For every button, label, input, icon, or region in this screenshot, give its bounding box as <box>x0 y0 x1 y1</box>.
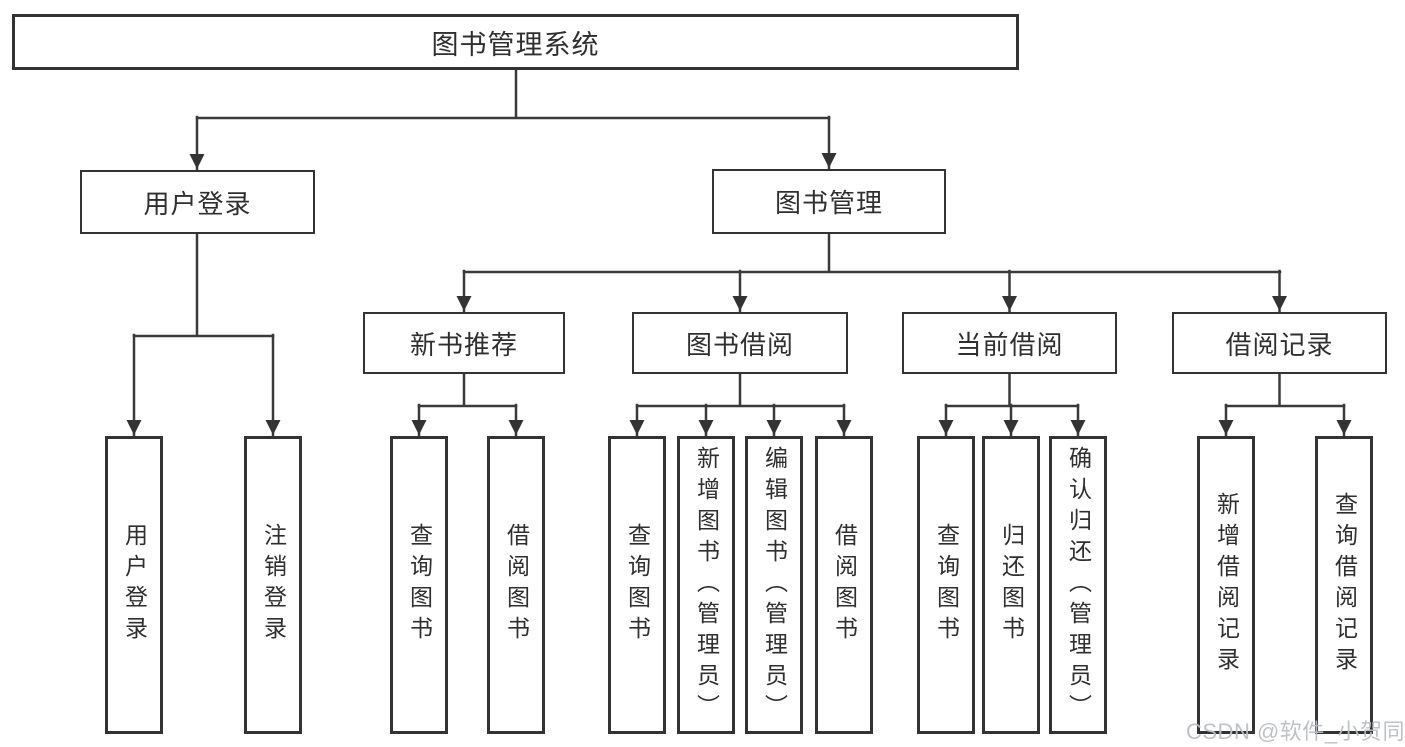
node-root-system: 图书管理系统 <box>12 14 1019 70</box>
leaf-label: 新增借阅记录 <box>1213 492 1240 678</box>
node-book-management: 图书管理 <box>712 169 946 234</box>
leaf-label: 查询图书 <box>624 523 651 647</box>
node-leaf-logout: 注销登录 <box>244 436 302 734</box>
node-borrow-record: 借阅记录 <box>1172 312 1387 374</box>
leaf-label: 编辑图书（管理员） <box>761 445 788 725</box>
leaf-label: 用户登录 <box>121 523 148 647</box>
node-user-login: 用户登录 <box>80 170 315 234</box>
connector-root-to-level2 <box>189 68 837 171</box>
leaf-label: 新增图书（管理员） <box>693 445 720 725</box>
node-current-borrow: 当前借阅 <box>902 312 1117 374</box>
leaf-label: 确认归还（管理员） <box>1065 445 1092 725</box>
node-leaf-return-book: 归还图书 <box>982 436 1040 734</box>
leaf-label: 查询借阅记录 <box>1331 492 1358 678</box>
connector-current-borrow-branch <box>938 372 1086 437</box>
connector-book-mgmt-branch <box>456 232 1287 313</box>
node-leaf-add-book-admin: 新增图书（管理员） <box>677 436 735 734</box>
node-leaf-query-book-1: 查询图书 <box>390 436 448 734</box>
connector-book-borrow-branch <box>629 372 852 437</box>
node-leaf-query-book-3: 查询图书 <box>917 436 975 734</box>
node-leaf-edit-book-admin: 编辑图书（管理员） <box>745 436 803 734</box>
leaf-label: 借阅图书 <box>503 523 530 647</box>
connector-new-book-branch <box>411 372 524 437</box>
csdn-watermark: CSDN @软件_小贺同学 <box>1186 719 1405 744</box>
connector-borrow-record-branch <box>1218 372 1352 437</box>
leaf-label: 查询图书 <box>406 523 433 647</box>
leaf-label: 借阅图书 <box>831 523 858 647</box>
connector-user-login-branch <box>126 232 281 437</box>
node-leaf-borrow-book-1: 借阅图书 <box>487 436 545 734</box>
node-leaf-user-login: 用户登录 <box>105 436 163 734</box>
leaf-label: 归还图书 <box>998 523 1025 647</box>
node-leaf-borrow-book-2: 借阅图书 <box>815 436 873 734</box>
node-leaf-confirm-return-admin: 确认归还（管理员） <box>1049 436 1107 734</box>
node-leaf-add-borrow-record: 新增借阅记录 <box>1197 436 1255 734</box>
leaf-label: 查询图书 <box>933 523 960 647</box>
node-book-borrow: 图书借阅 <box>632 312 848 374</box>
node-leaf-query-borrow-record: 查询借阅记录 <box>1315 436 1373 734</box>
leaf-label: 注销登录 <box>260 523 287 647</box>
node-leaf-query-book-2: 查询图书 <box>608 436 666 734</box>
node-new-book-recommend: 新书推荐 <box>363 312 565 374</box>
